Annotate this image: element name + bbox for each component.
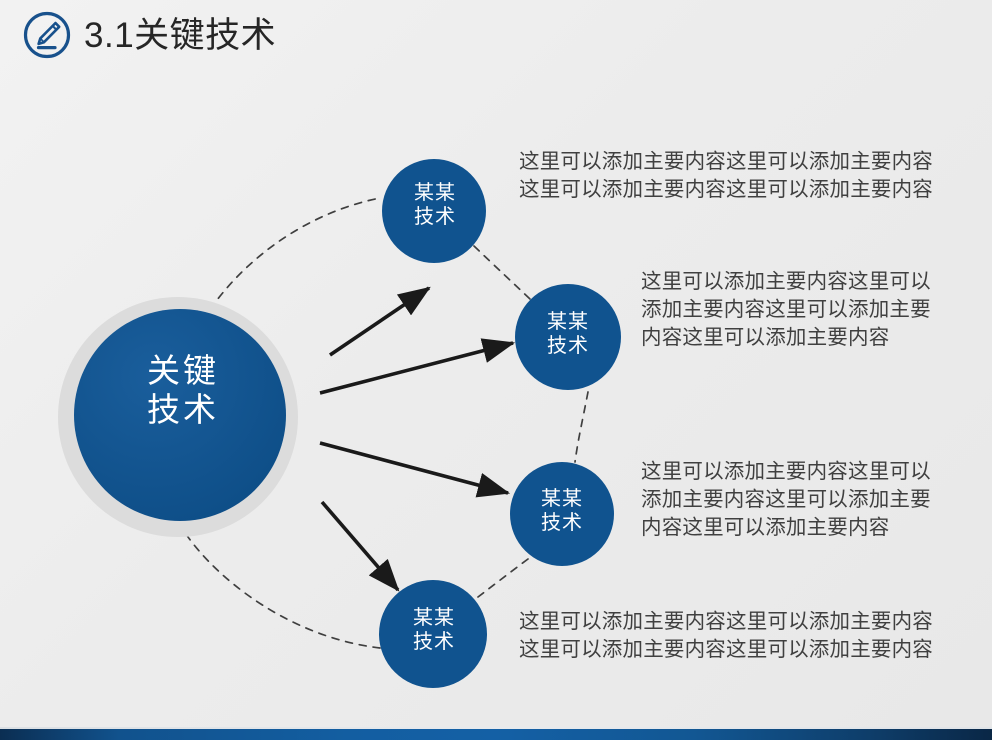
arrow-hub-to-spoke-1 xyxy=(328,286,431,357)
arrow-hub-to-spoke-4 xyxy=(320,500,400,592)
spoke-description-2: 这里可以添加主要内容这里可以添加主要内容这里可以添加主要内容这里可以添加主要内容 xyxy=(641,270,931,350)
spoke-circle-1[interactable] xyxy=(382,159,486,263)
spoke-circle-4[interactable] xyxy=(379,580,487,688)
bottom-bar-hairline xyxy=(0,727,992,729)
dashed-connector-spoke-2-to-spoke-3 xyxy=(574,391,589,463)
spoke-description-3: 这里可以添加主要内容这里可以添加主要内容这里可以添加主要内容这里可以添加主要内容 xyxy=(641,460,931,540)
bottom-accent-bar xyxy=(0,729,992,740)
spoke-description-4: 这里可以添加主要内容这里可以添加主要内容这里可以添加主要内容这里可以添加主要内容 xyxy=(519,610,933,662)
dashed-connector-spoke-1-to-spoke-2 xyxy=(473,245,532,301)
dashed-connector-spoke-3-to-spoke-4 xyxy=(477,558,529,598)
hub-circle[interactable] xyxy=(74,309,286,521)
dashed-connector-hub-to-spoke-1 xyxy=(170,197,381,428)
arrow-hub-to-spoke-3 xyxy=(319,441,511,498)
spoke-description-1: 这里可以添加主要内容这里可以添加主要内容这里可以添加主要内容这里可以添加主要内容 xyxy=(519,150,933,202)
spoke-circle-3[interactable] xyxy=(510,462,614,566)
arrow-hub-to-spoke-2 xyxy=(319,338,516,395)
spoke-circle-2[interactable] xyxy=(515,284,621,390)
pencil-circle-icon xyxy=(23,11,71,59)
slide-title-bar: 3.1关键技术 xyxy=(22,10,276,60)
dashed-connector-spoke-4-to-hub xyxy=(169,499,381,649)
page-title: 3.1关键技术 xyxy=(84,15,277,55)
